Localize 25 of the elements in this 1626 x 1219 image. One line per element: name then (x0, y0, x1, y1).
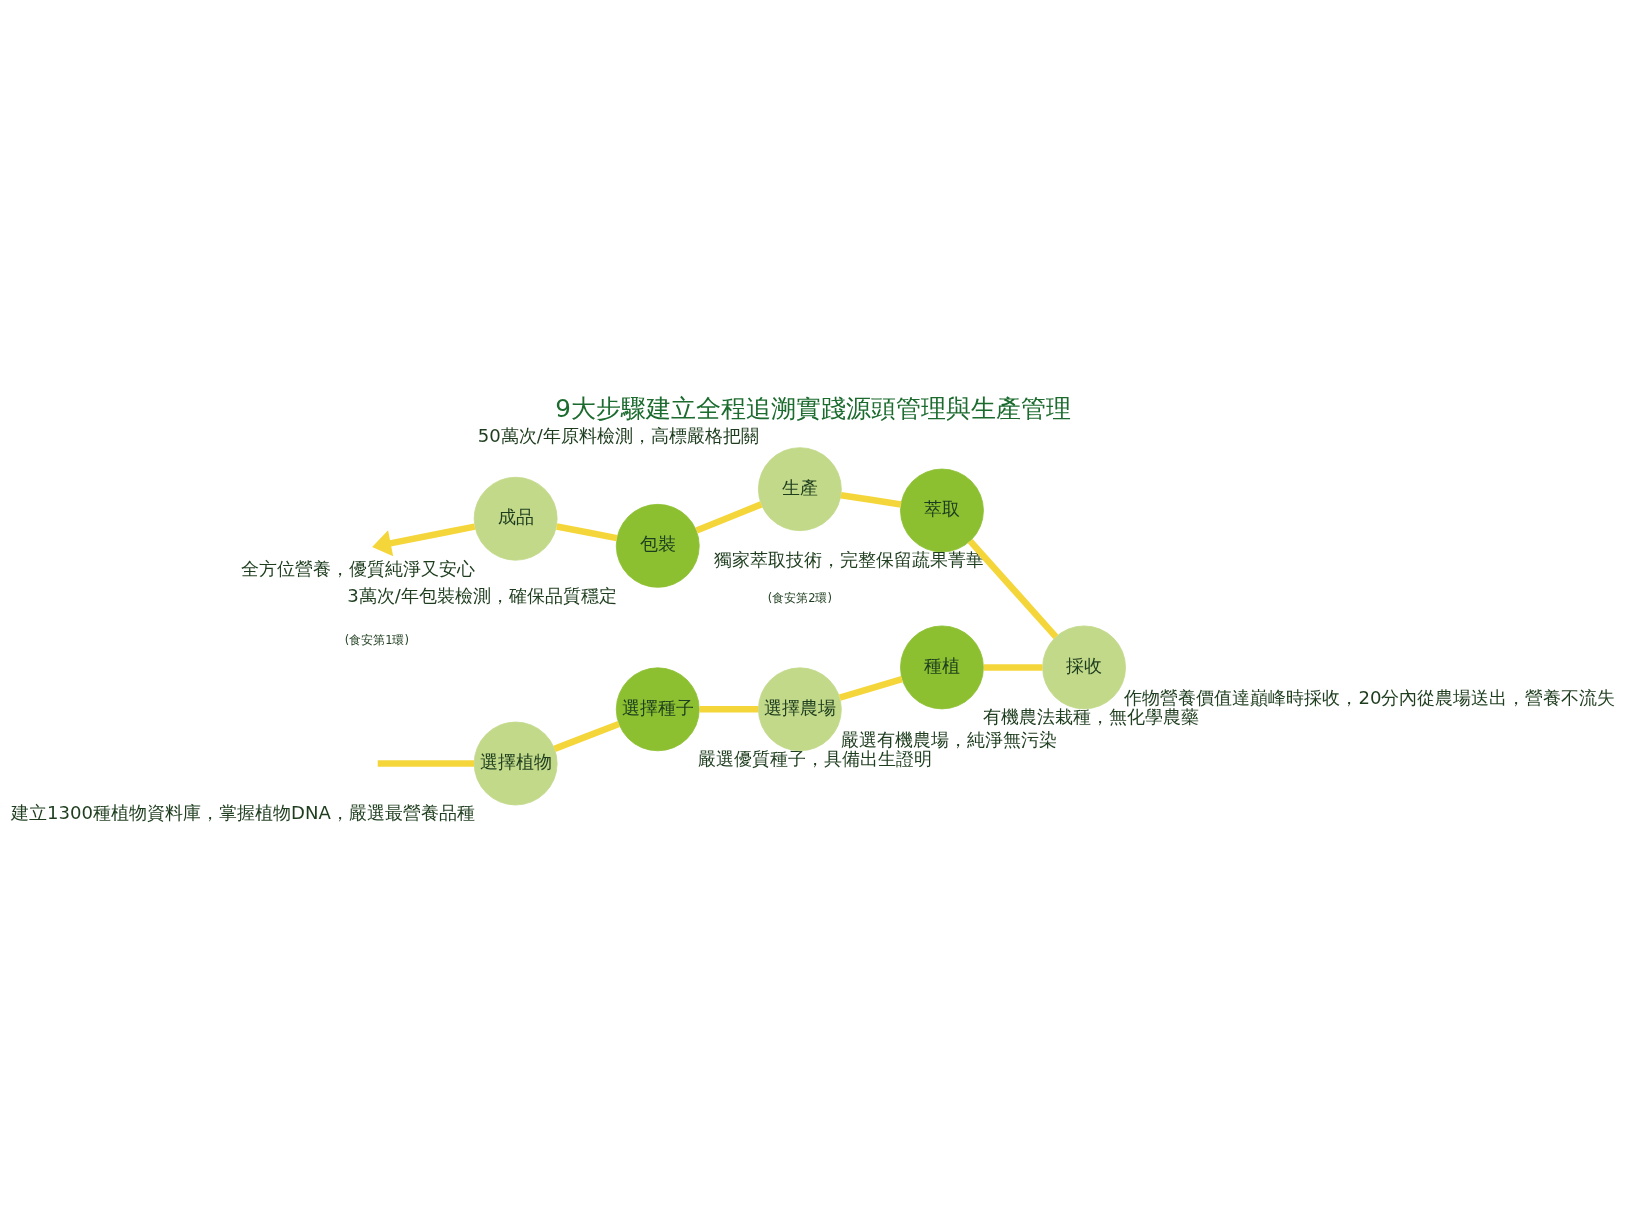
node-label: 嚴選有機農場，純淨無污染 (840, 728, 1057, 750)
label: (食安第2環) (767, 591, 833, 606)
node-circle: 選擇種子 (615, 667, 700, 752)
label: (食安第1環) (344, 633, 409, 648)
connector (556, 523, 618, 542)
diagram-title: 9大步驟建立全程追溯實踐源頭管理與生產管理 (555, 394, 1071, 424)
connector (840, 492, 902, 508)
node-circle: 生產 (757, 447, 842, 532)
node-circle: 選擇植物 (473, 721, 558, 806)
connector (377, 760, 474, 767)
arrow (372, 523, 476, 557)
node-circle: 成品 (473, 476, 558, 561)
node-label: 3萬次/年包裝檢測，確保品質穩定 (347, 584, 617, 606)
node-label: 全方位營養，優質純淨又安心 (240, 557, 475, 579)
connector (553, 720, 621, 752)
connector (983, 664, 1043, 671)
node-label: 建立1300種植物資料庫，掌握植物DNA，嚴選最營養品種 (11, 802, 475, 824)
node-circle: 包裝 (615, 503, 700, 588)
node-label: 作物營養價值達巔峰時採收，20分內從農場送出，營養不流失 (1124, 686, 1616, 708)
connector (838, 675, 903, 701)
connector (695, 501, 763, 534)
connector (699, 706, 759, 713)
node-label: 50萬次/年原料檢測，高標嚴格把關 (477, 425, 759, 447)
node-circle: 種植 (900, 625, 984, 710)
connector (967, 538, 1059, 640)
